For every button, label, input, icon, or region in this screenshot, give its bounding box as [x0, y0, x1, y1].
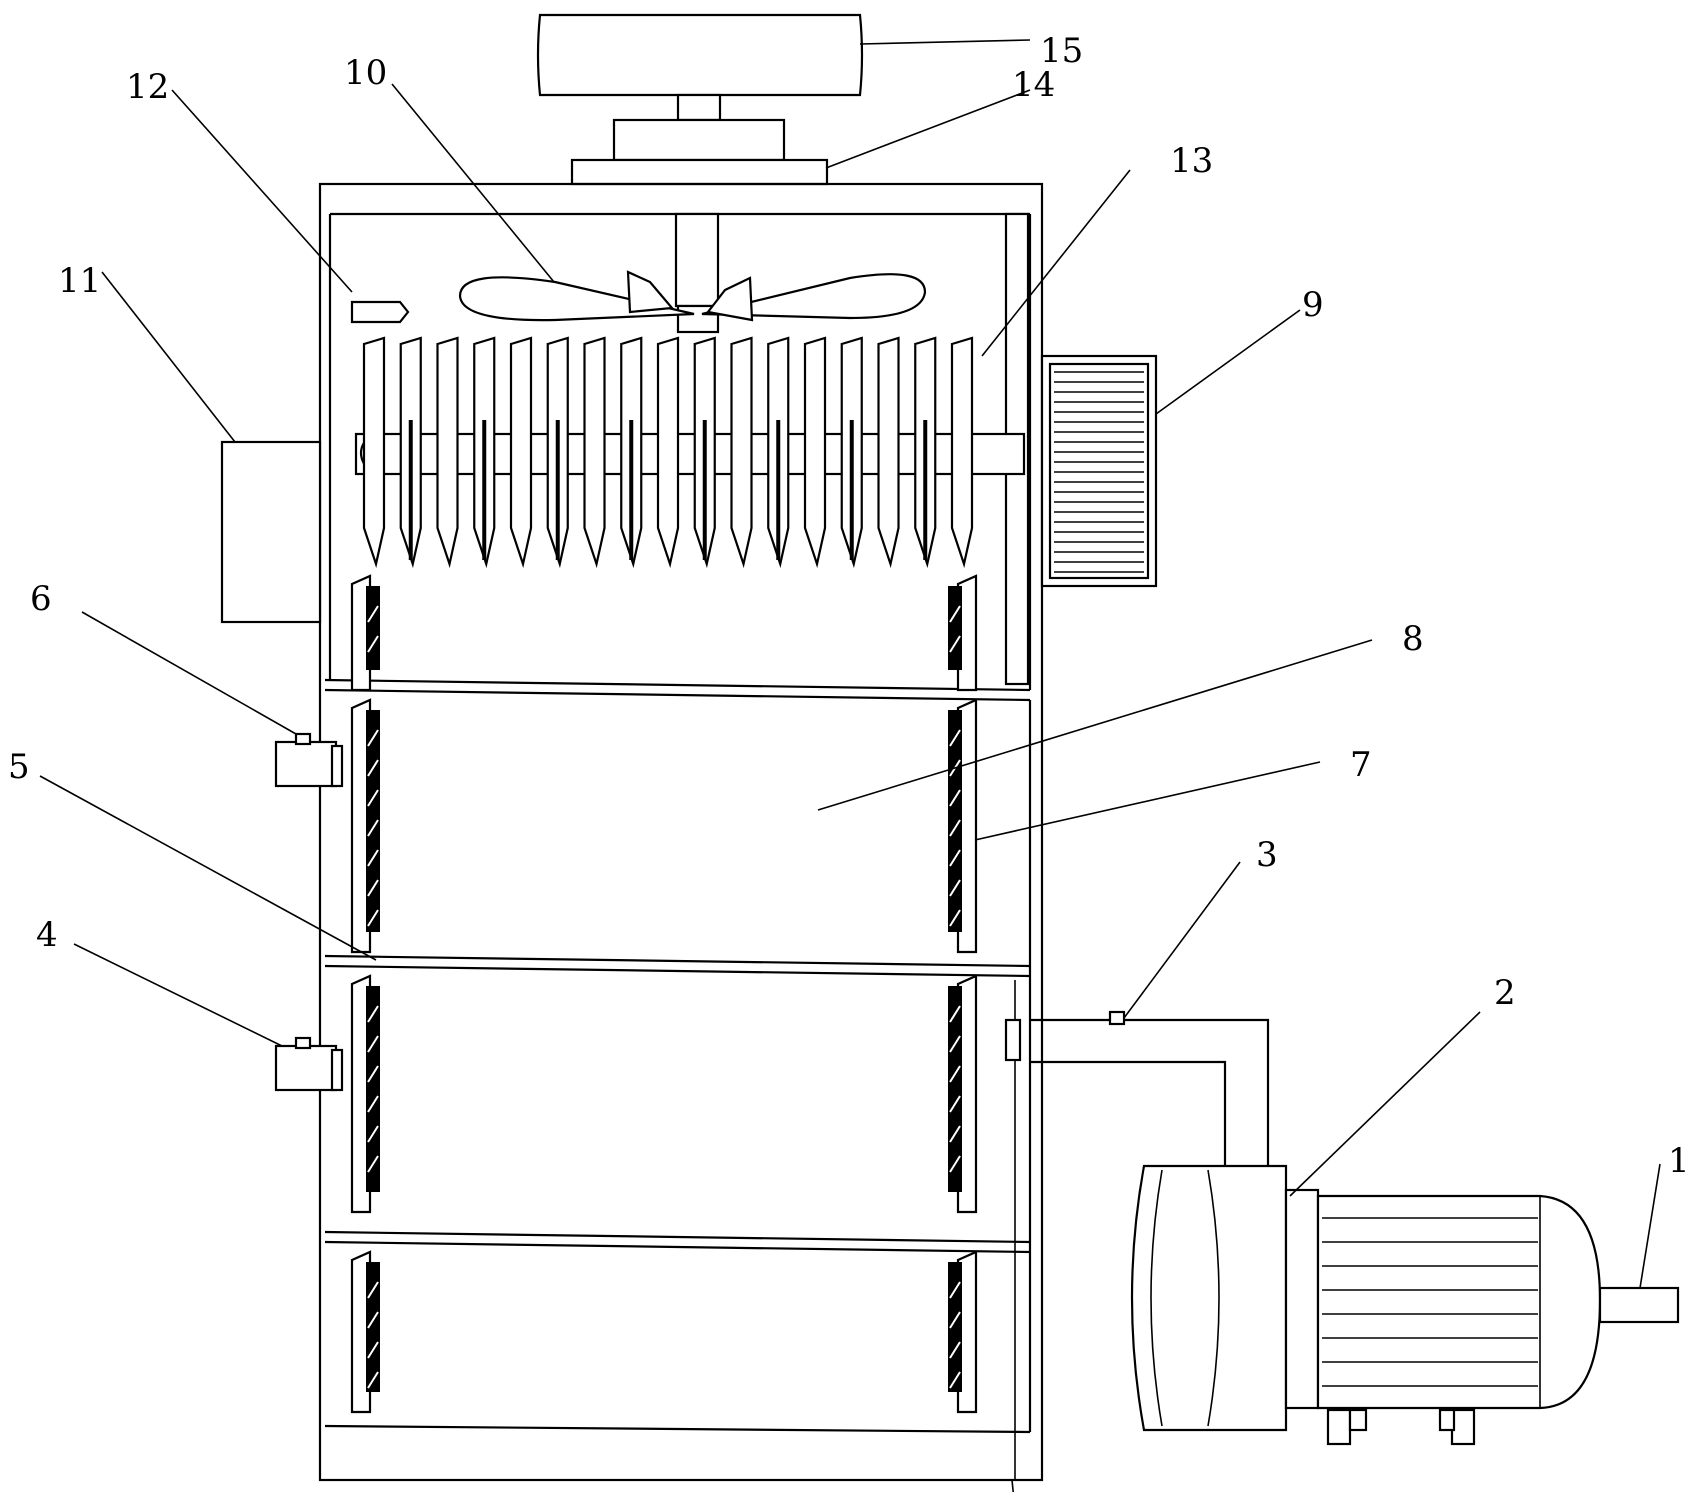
rack-hatch-line: [367, 789, 379, 807]
rack-hatch-line: [367, 759, 379, 777]
rack-hatch-line: [367, 1035, 379, 1053]
label-14: 14: [1012, 65, 1055, 105]
blade: [656, 336, 680, 569]
rack-hatch-line: [949, 789, 961, 807]
rack-hatch-line: [367, 909, 379, 927]
top-motor: [536, 13, 864, 122]
rack-hatch-line: [949, 1155, 961, 1173]
rack-hatch-line: [949, 1341, 961, 1359]
rack-hatch-line: [949, 1311, 961, 1329]
label-1: 1: [1668, 1141, 1690, 1181]
rack-hatch-line: [949, 1371, 961, 1389]
blade-edge: [482, 420, 487, 560]
label-6: 6: [30, 579, 52, 619]
rack-hatch-line: [949, 1005, 961, 1023]
blade-edge: [555, 420, 560, 560]
label-5: 5: [8, 747, 30, 787]
rack-hatch-line: [949, 819, 961, 837]
rack-hatch-line: [367, 879, 379, 897]
blade-edge: [923, 420, 928, 560]
rack-hatch-line: [367, 1281, 379, 1299]
rack-hatch-line: [367, 729, 379, 747]
rack-hatch: [948, 986, 962, 1192]
rack-hatch: [948, 586, 962, 670]
blade: [436, 336, 459, 569]
part-labels: 15 14 10 12 13 9 11 6 8 7 5 3 4 2 1: [8, 31, 1690, 1181]
rack-hatch-line: [949, 605, 961, 623]
blade-edge: [702, 420, 707, 560]
rack-hatch-line: [367, 1155, 379, 1173]
tray-racks: [350, 574, 978, 1414]
label-8: 8: [1402, 619, 1424, 659]
rack-hatch-line: [367, 1095, 379, 1113]
stirring-blades: [362, 336, 974, 569]
blade-edge: [408, 420, 413, 560]
rack-hatch-line: [949, 1095, 961, 1113]
blade: [583, 336, 606, 569]
rack-post: [350, 974, 372, 1214]
rack-hatch-line: [367, 635, 379, 653]
rack-hatch-line: [367, 1065, 379, 1083]
fan: [458, 212, 927, 334]
spray-nozzle: [350, 300, 410, 324]
rack-hatch-line: [949, 879, 961, 897]
blade: [803, 336, 827, 569]
label-15: 15: [1040, 31, 1083, 71]
air-duct: [1004, 1010, 1270, 1170]
rack-hatch-line: [367, 1341, 379, 1359]
rack-hatch-line: [367, 1371, 379, 1389]
rack-hatch-line: [949, 1065, 961, 1083]
rack-post: [350, 574, 372, 692]
label-11: 11: [58, 261, 101, 301]
label-13: 13: [1170, 141, 1213, 181]
label-7: 7: [1350, 745, 1372, 785]
blade-edge: [849, 420, 854, 560]
rack-hatch: [366, 710, 380, 932]
rack-hatch-line: [367, 819, 379, 837]
rack-hatch-line: [949, 1125, 961, 1143]
rack-hatch-line: [949, 909, 961, 927]
blade-edge: [776, 420, 781, 560]
label-3: 3: [1256, 835, 1278, 875]
rack-hatch-line: [367, 1311, 379, 1329]
rack-hatch-line: [949, 729, 961, 747]
rack-hatch-line: [949, 849, 961, 867]
valve-lower: [274, 1036, 344, 1092]
rack-hatch: [366, 586, 380, 670]
label-2: 2: [1494, 973, 1516, 1013]
rack-hatch-line: [367, 1125, 379, 1143]
rack-hatch-line: [949, 1281, 961, 1299]
rack-hatch-line: [367, 849, 379, 867]
stirring-shaft: [354, 432, 1026, 476]
blade: [877, 336, 900, 569]
valve-upper: [274, 732, 344, 788]
label-9: 9: [1302, 285, 1324, 325]
air-filter: [1040, 354, 1158, 588]
leader-lines: [39, 39, 1661, 1289]
blade: [509, 336, 533, 569]
blade-edge: [629, 420, 634, 560]
rack-hatch-line: [949, 1035, 961, 1053]
control-box: [220, 440, 322, 624]
blade: [362, 336, 386, 569]
label-10: 10: [344, 53, 387, 93]
rack-hatch-line: [367, 605, 379, 623]
rack-hatch-line: [367, 1005, 379, 1023]
motor-base: [570, 118, 829, 186]
rack-post: [350, 698, 372, 954]
blower-motor: [1130, 1164, 1680, 1446]
label-4: 4: [36, 915, 58, 955]
blade: [730, 336, 753, 569]
rack-post: [350, 1250, 372, 1414]
rack-hatch: [366, 986, 380, 1192]
blade: [950, 336, 974, 569]
rack-hatch: [948, 710, 962, 932]
rack-hatch-line: [949, 635, 961, 653]
label-12: 12: [126, 67, 169, 107]
